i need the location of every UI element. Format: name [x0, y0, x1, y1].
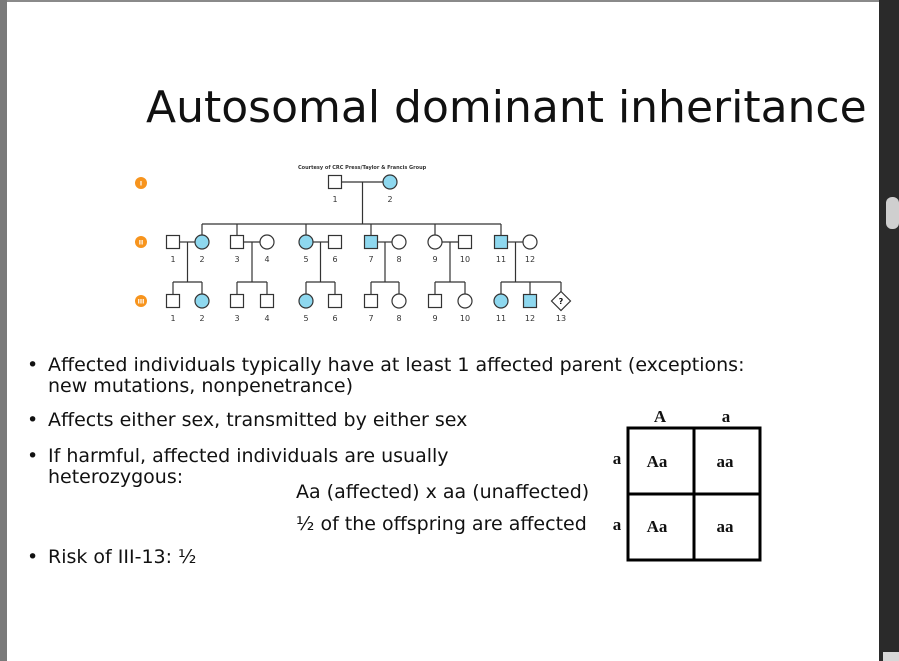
- individual-number: 8: [396, 255, 401, 264]
- individual-number: 6: [332, 314, 337, 323]
- scrollbar-end: [883, 652, 899, 661]
- image-credit: Courtesy of CRC Press/Taylor & Francis G…: [298, 165, 427, 171]
- female-symbol: [427, 234, 443, 250]
- bullet-text: Affects either sex, transmitted by eithe…: [48, 409, 468, 431]
- individual-number: 3: [234, 314, 239, 323]
- male-symbol: [327, 174, 343, 190]
- individual-number: 3: [234, 255, 239, 264]
- individual-number: 6: [332, 255, 337, 264]
- male-symbol: [259, 293, 275, 309]
- bullet-affected-parent: • Affected individuals typically have at…: [27, 355, 787, 399]
- individual-number: 11: [496, 255, 506, 264]
- male-symbol: [229, 293, 245, 309]
- individual-number: 10: [460, 255, 470, 264]
- male-symbol: [165, 293, 181, 309]
- individual-number: 1: [170, 255, 175, 264]
- punnett-col-header: A: [654, 407, 667, 426]
- male-symbol: [327, 234, 343, 250]
- individual-number: 2: [199, 255, 204, 264]
- bullet-marker: •: [27, 445, 39, 467]
- punnett-cell: aa: [717, 452, 735, 471]
- punnett-row-header: a: [613, 515, 622, 534]
- punnett-cell: aa: [717, 517, 735, 536]
- individual-number: 13: [556, 314, 566, 323]
- bullet-either-sex: • Affects either sex, transmitted by eit…: [27, 410, 587, 432]
- individual-number: 2: [387, 195, 392, 204]
- punnett-square: A a a a Aa aa Aa aa: [613, 407, 762, 562]
- bullet-text: Risk of III-13: ½: [48, 546, 197, 568]
- female-symbol: [522, 234, 538, 250]
- individual-number: 10: [460, 314, 470, 323]
- female-symbol: [391, 234, 407, 250]
- individual-number: 7: [368, 314, 373, 323]
- generation-badge: [135, 177, 147, 189]
- female-symbol: [382, 174, 398, 190]
- individual-number: 7: [368, 255, 373, 264]
- female-symbol: [298, 293, 314, 309]
- female-symbol: [259, 234, 275, 250]
- bullet-marker: •: [27, 409, 39, 431]
- individual-number: 8: [396, 314, 401, 323]
- bullet-marker: •: [27, 546, 39, 568]
- individual-number: 5: [303, 314, 308, 323]
- punnett-col-header: a: [722, 407, 731, 426]
- bullet-text: If harmful, affected individuals are usu…: [48, 445, 449, 488]
- male-symbol: [522, 293, 538, 309]
- generation-label: I: [140, 181, 142, 188]
- male-symbol: [493, 234, 509, 250]
- female-symbol: [391, 293, 407, 309]
- female-symbol: [194, 293, 210, 309]
- unknown-mark: ?: [559, 297, 564, 306]
- punnett-cell: Aa: [647, 452, 668, 471]
- scrollbar-thumb[interactable]: [886, 197, 899, 229]
- individual-number: 2: [199, 314, 204, 323]
- window-top-edge: [0, 0, 899, 2]
- female-symbol: [298, 234, 314, 250]
- punnett-cell: Aa: [647, 517, 668, 536]
- individual-number: 5: [303, 255, 308, 264]
- window-left-edge: [0, 0, 7, 661]
- individual-number: 9: [432, 314, 437, 323]
- generation-badge: [135, 295, 147, 307]
- female-symbol: [457, 293, 473, 309]
- vertical-scrollbar[interactable]: [879, 0, 899, 661]
- punnett-row-header: a: [613, 449, 622, 468]
- individual-number: 12: [525, 314, 535, 323]
- individual-number: 11: [496, 314, 506, 323]
- individual-number: 9: [432, 255, 437, 264]
- generation-label: III: [138, 299, 145, 306]
- male-symbol: [363, 293, 379, 309]
- individual-number: 1: [332, 195, 337, 204]
- individual-number: 4: [264, 255, 269, 264]
- slide-title: Autosomal dominant inheritance: [146, 82, 867, 133]
- female-symbol: [194, 234, 210, 250]
- male-symbol: [427, 293, 443, 309]
- female-symbol: [493, 293, 509, 309]
- male-symbol: [327, 293, 343, 309]
- offspring-text: ½ of the offspring are affected: [296, 513, 587, 535]
- individual-number: 4: [264, 314, 269, 323]
- male-symbol: [165, 234, 181, 250]
- generation-badge: [135, 236, 147, 248]
- male-symbol: [457, 234, 473, 250]
- bullet-risk-iii-13: • Risk of III-13: ½: [27, 547, 327, 569]
- individual-number: 12: [525, 255, 535, 264]
- unknown-sex-symbol: [550, 290, 572, 312]
- bullet-marker: •: [27, 354, 39, 376]
- individual-number: 1: [170, 314, 175, 323]
- male-symbol: [363, 234, 379, 250]
- bullet-heterozygous: • If harmful, affected individuals are u…: [27, 445, 587, 488]
- cross-text: Aa (affected) x aa (unaffected): [296, 481, 590, 503]
- generation-label: II: [139, 240, 143, 247]
- bullet-text: Affected individuals typically have at l…: [48, 354, 745, 397]
- male-symbol: [229, 234, 245, 250]
